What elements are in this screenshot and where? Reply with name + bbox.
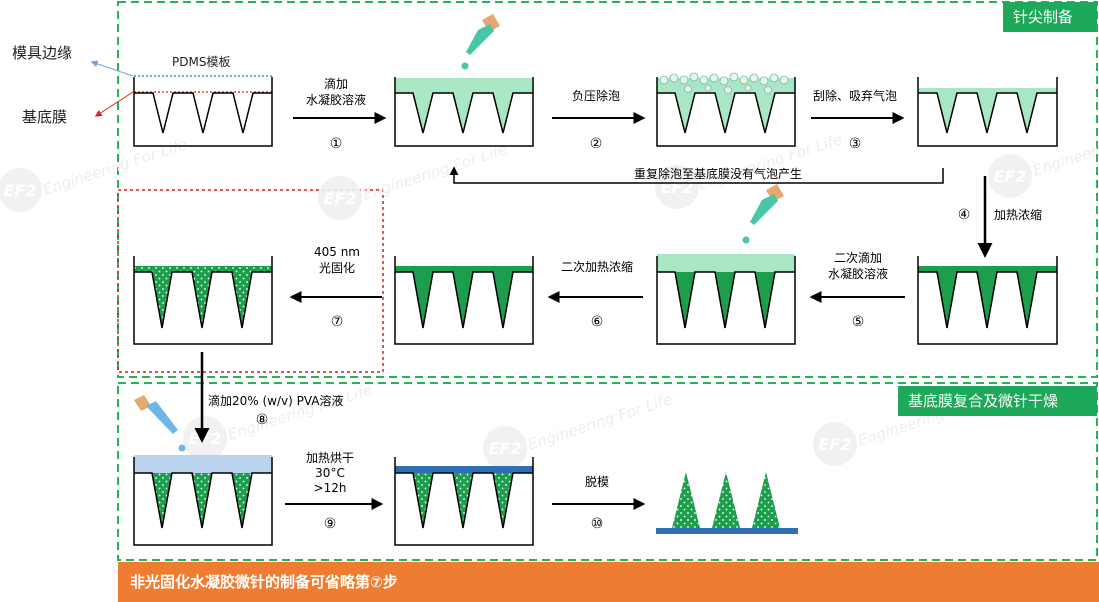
mold-edge-label: 模具边缘	[12, 44, 72, 62]
step7-text-a: 405 nm	[314, 245, 360, 259]
step5-text-a: 二次滴加	[834, 250, 882, 265]
step9-text-b: 30°C	[315, 466, 345, 480]
step3-text: 刮除、吸弃气泡	[813, 88, 897, 103]
mold-bubbles	[656, 72, 796, 147]
mold-filled	[394, 77, 534, 147]
step1-text-a: 滴加	[324, 76, 348, 91]
step10-number: ⑩	[591, 516, 604, 532]
section-substrate-frame	[117, 382, 1098, 561]
dropper-icon-second	[742, 184, 784, 244]
step7-text-b: 光固化	[319, 261, 355, 275]
photocure-highlight-frame	[117, 189, 384, 373]
mold-concentrated	[917, 256, 1058, 345]
footer-note: 非光固化水凝胶微针的制备可省略第⑦步	[118, 562, 1099, 602]
step1-number: ①	[330, 136, 343, 152]
svg-text:Engineering For Life: Engineering For Life	[1031, 116, 1099, 180]
step3-number: ③	[849, 136, 862, 152]
step9-text-a: 加热烘干	[306, 451, 354, 465]
mold-dried	[394, 457, 534, 546]
mold-second-concentrated	[394, 256, 534, 345]
step4-number: ④	[958, 207, 971, 223]
svg-text:Engineering For Life: Engineering For Life	[526, 390, 675, 454]
step10-text: 脱模	[585, 474, 609, 489]
pdms-label: PDMS模板	[172, 55, 230, 69]
svg-text:Engineering For Life: Engineering For Life	[226, 380, 375, 444]
mold-second-fill	[656, 254, 796, 345]
mold-pva-layer	[133, 455, 273, 546]
mold-photocured	[133, 256, 273, 345]
section-tag-tip: 针尖制备	[1003, 2, 1097, 32]
mold-edge-pointer	[90, 60, 134, 77]
mold-scraped	[917, 77, 1058, 147]
step6-number: ⑥	[591, 314, 604, 330]
step6-text: 二次加热浓缩	[561, 259, 633, 274]
repeat-loop-arrow	[449, 166, 944, 184]
step4-text: 加热浓缩	[994, 207, 1042, 222]
svg-text:Engineering For Life: Engineering For Life	[696, 130, 845, 194]
substrate-label: 基底膜	[22, 108, 67, 126]
step5-text-b: 水凝胶溶液	[828, 266, 888, 281]
repeat-text: 重复除泡至基底膜没有气泡产生	[634, 166, 802, 181]
mold-empty	[133, 75, 273, 147]
step1-text-b: 水凝胶溶液	[306, 92, 366, 107]
step5-number: ⑤	[852, 314, 865, 330]
step7-number: ⑦	[331, 314, 344, 330]
step2-text: 负压除泡	[572, 88, 620, 103]
substrate-pointer	[94, 91, 134, 117]
step9-number: ⑨	[324, 516, 337, 532]
step9-text-c: >12h	[314, 481, 347, 495]
dropper-icon-pva	[134, 395, 186, 452]
step8-number: ⑧	[256, 412, 269, 428]
svg-text:Engineering For Life: Engineering For Life	[361, 140, 510, 204]
microneedle-patch	[656, 472, 798, 534]
step8-text: 滴加20% (w/v) PVA溶液	[208, 393, 344, 408]
section-tag-substrate: 基底膜复合及微针干燥	[898, 386, 1097, 416]
dropper-icon	[461, 14, 500, 70]
step2-number: ②	[590, 136, 603, 152]
